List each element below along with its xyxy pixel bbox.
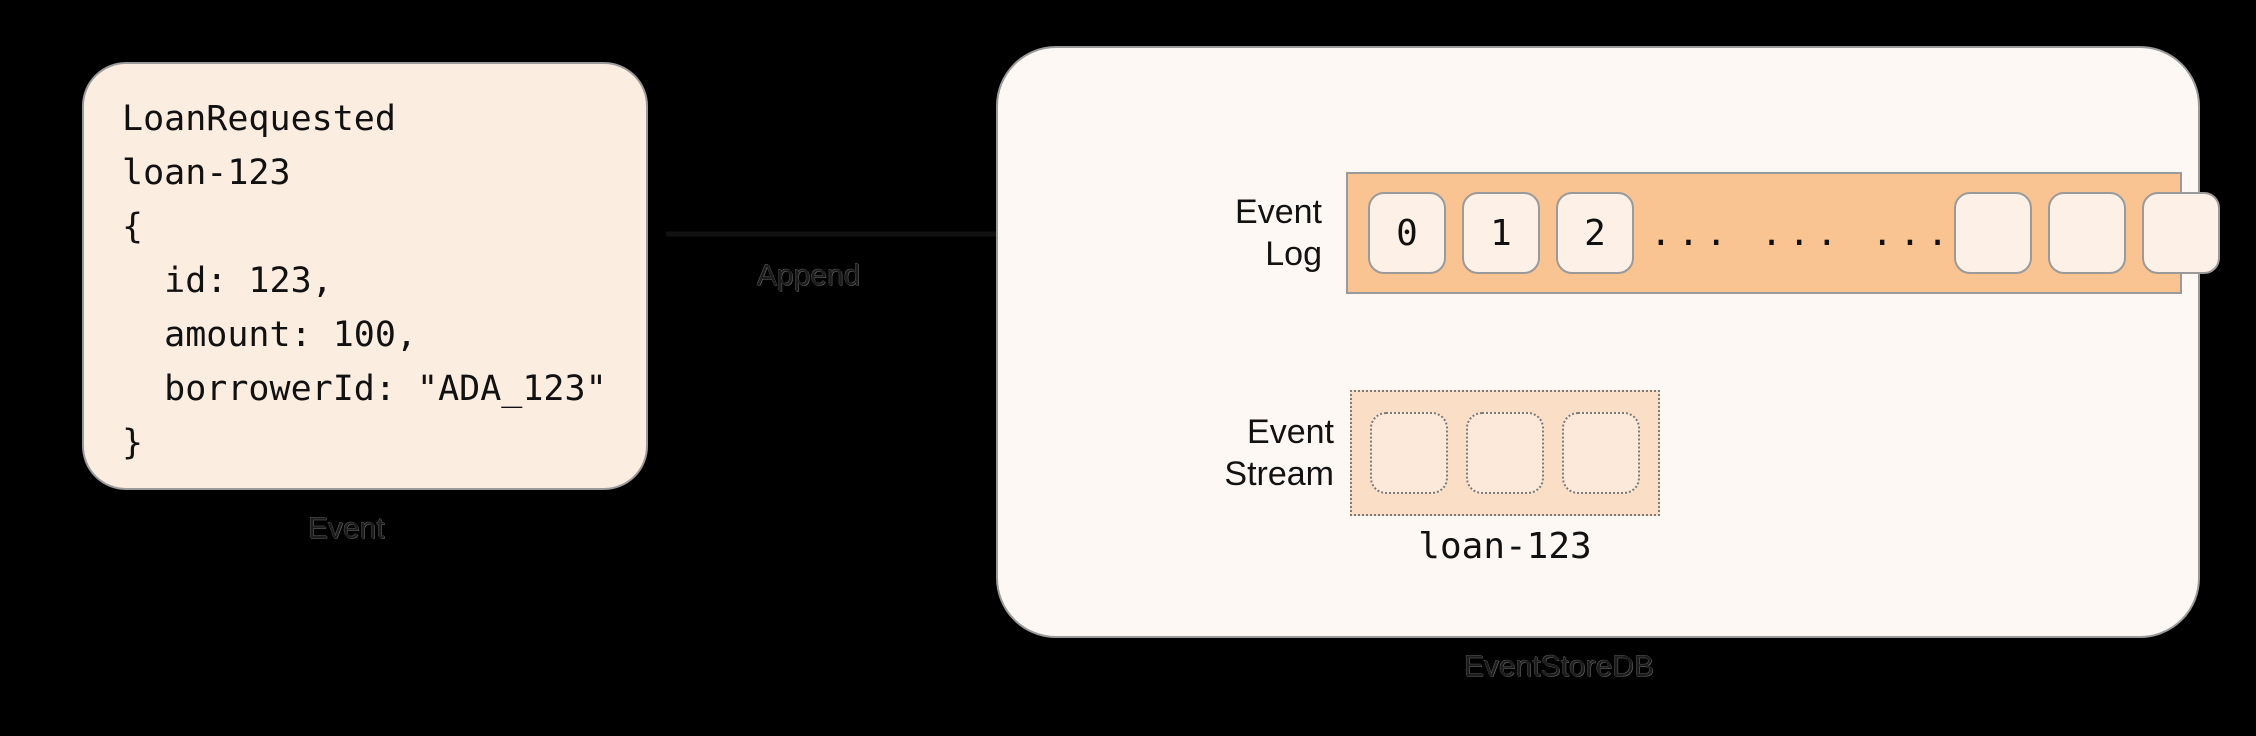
event-stream-cell-2[interactable] [1466,412,1544,494]
event-log-cell-2[interactable]: 2 [1556,192,1634,274]
event-stream-row: Event Stream loan-123 [1202,390,1660,567]
eventstoredb-caption: EventStoreDB [1464,650,1655,683]
event-stream-wrap: loan-123 [1350,390,1660,567]
event-log-ellipsis: ... ... ... [1650,212,1955,254]
event-log-band: 0 1 2 ... ... ... [1346,172,2221,294]
event-log-row: Event Log 0 1 2 ... ... ... [1202,172,2221,294]
event-stream-cell-1[interactable] [1370,412,1448,494]
event-stream-label: Event Stream [1224,413,1334,493]
event-log-label: Event Log [1235,193,1322,273]
event-log-cell-empty-3[interactable] [2142,192,2221,274]
event-card: LoanRequested loan-123 { id: 123, amount… [82,62,648,490]
event-log-cell-empty-1[interactable] [1954,192,2033,274]
event-stream-name: loan-123 [1418,526,1592,567]
event-card-caption: Event [308,512,385,545]
event-stream-band [1350,390,1660,516]
event-log-cell-1[interactable]: 1 [1462,192,1540,274]
append-arrow-label: Append [757,259,861,292]
event-log-cell-empty-2[interactable] [2048,192,2127,274]
event-card-code: LoanRequested loan-123 { id: 123, amount… [122,99,607,463]
event-stream-cell-3[interactable] [1562,412,1640,494]
event-log-cell-0[interactable]: 0 [1368,192,1446,274]
eventstoredb-container [996,46,2200,638]
